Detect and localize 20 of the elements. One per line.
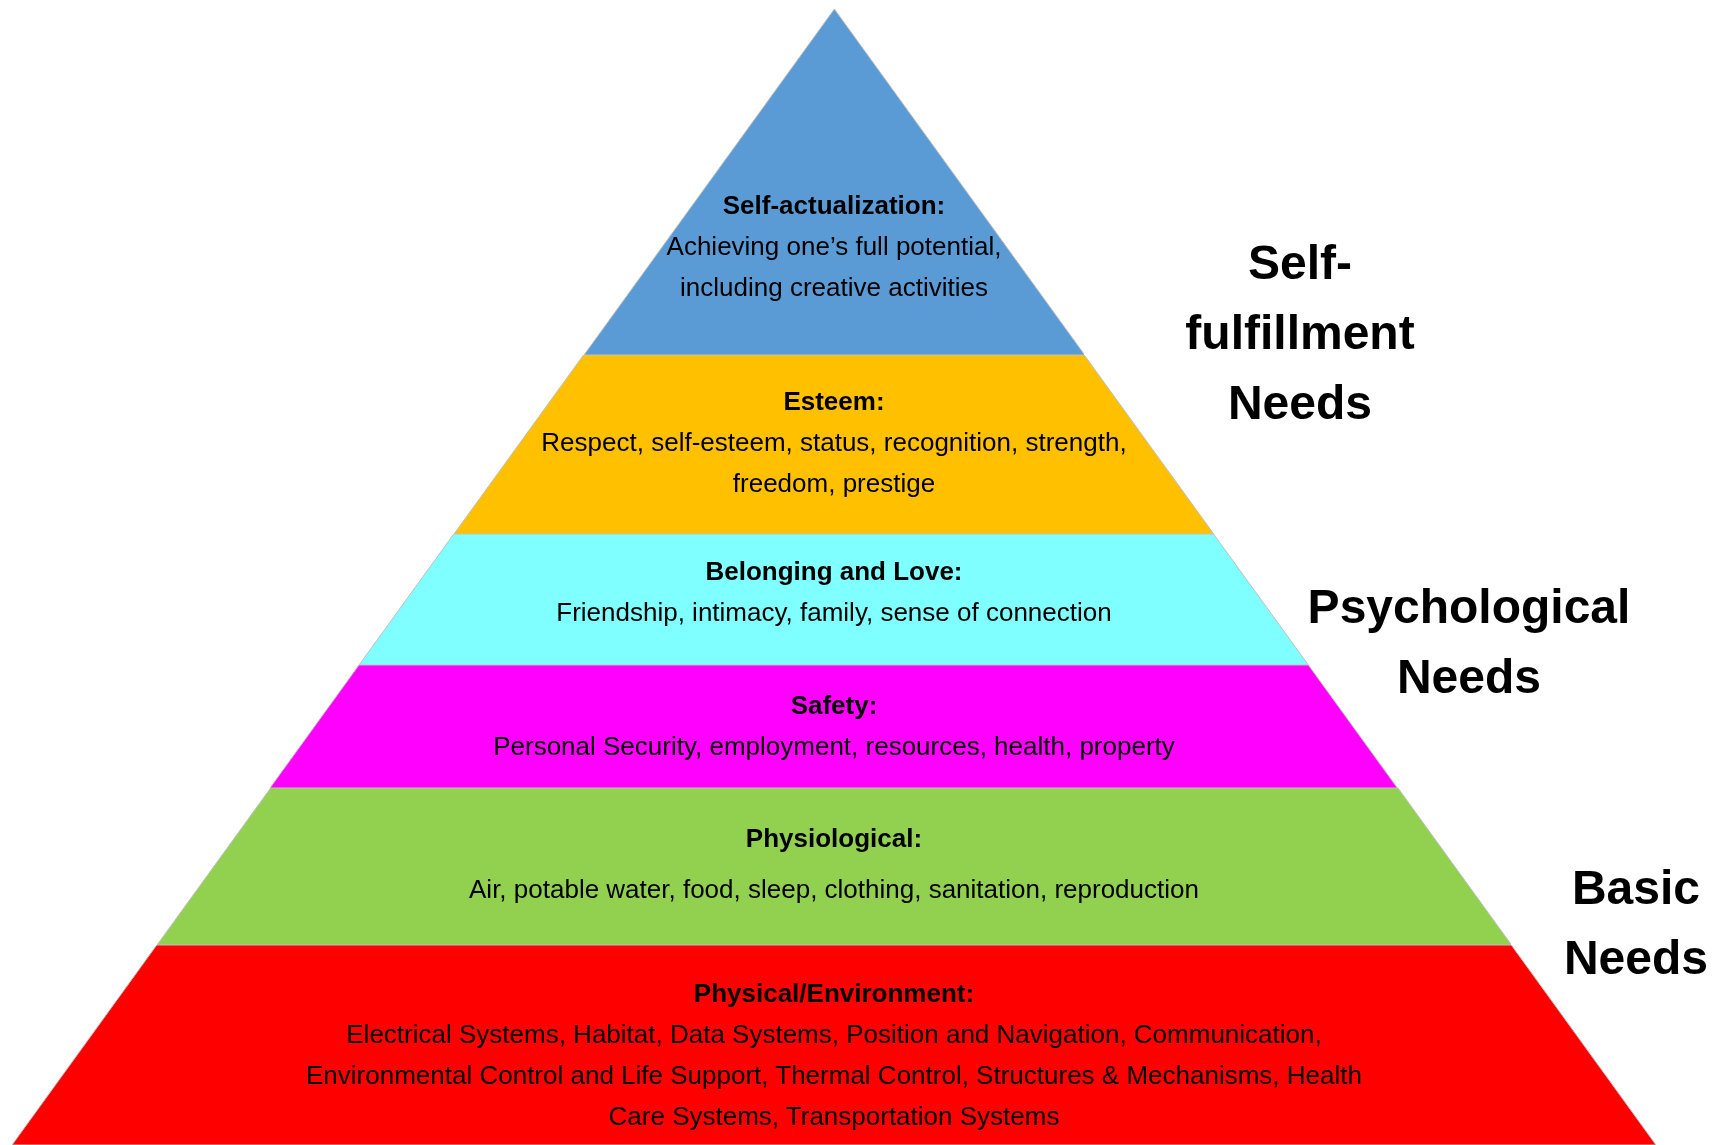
tier-heading: Self-actualization: <box>721 189 947 222</box>
tier-description: Achieving one’s full potential, including creative activities <box>665 230 1003 304</box>
pyramid-tier <box>270 665 1398 788</box>
tier-description: Air, potable water, food, sleep, clothing, sanitation, reproduction <box>468 873 1200 906</box>
pyramid-tier <box>156 788 1512 945</box>
category-label: Self-fulfillment Needs <box>1184 235 1416 431</box>
tier-heading: Physiological: <box>744 822 924 855</box>
tier-description: Respect, self-esteem, status, recognition, strength, freedom, prestige <box>540 426 1128 500</box>
category-label: Psychological Needs <box>1306 579 1632 705</box>
tier-heading: Belonging and Love: <box>704 555 964 588</box>
tier-heading: Esteem: <box>782 385 886 418</box>
tier-heading: Physical/Environment: <box>692 977 976 1010</box>
tier-description: Friendship, intimacy, family, sense of connection <box>555 596 1113 629</box>
tier-description: Personal Security, employment, resources, health, property <box>492 730 1176 763</box>
pyramid-tier <box>454 355 1214 534</box>
pyramid-tier <box>583 9 1085 355</box>
category-label: Basic Needs <box>1562 860 1710 986</box>
pyramid-tier <box>359 534 1309 665</box>
tier-heading: Safety: <box>789 689 879 722</box>
tier-description: Electrical Systems, Habitat, Data Systems, Position and Navigation, Communication, Environmental Control and Life Support, Thermal Control, Structures & Mechanisms, Health Care Systems, Transportation Systems <box>305 1018 1363 1133</box>
